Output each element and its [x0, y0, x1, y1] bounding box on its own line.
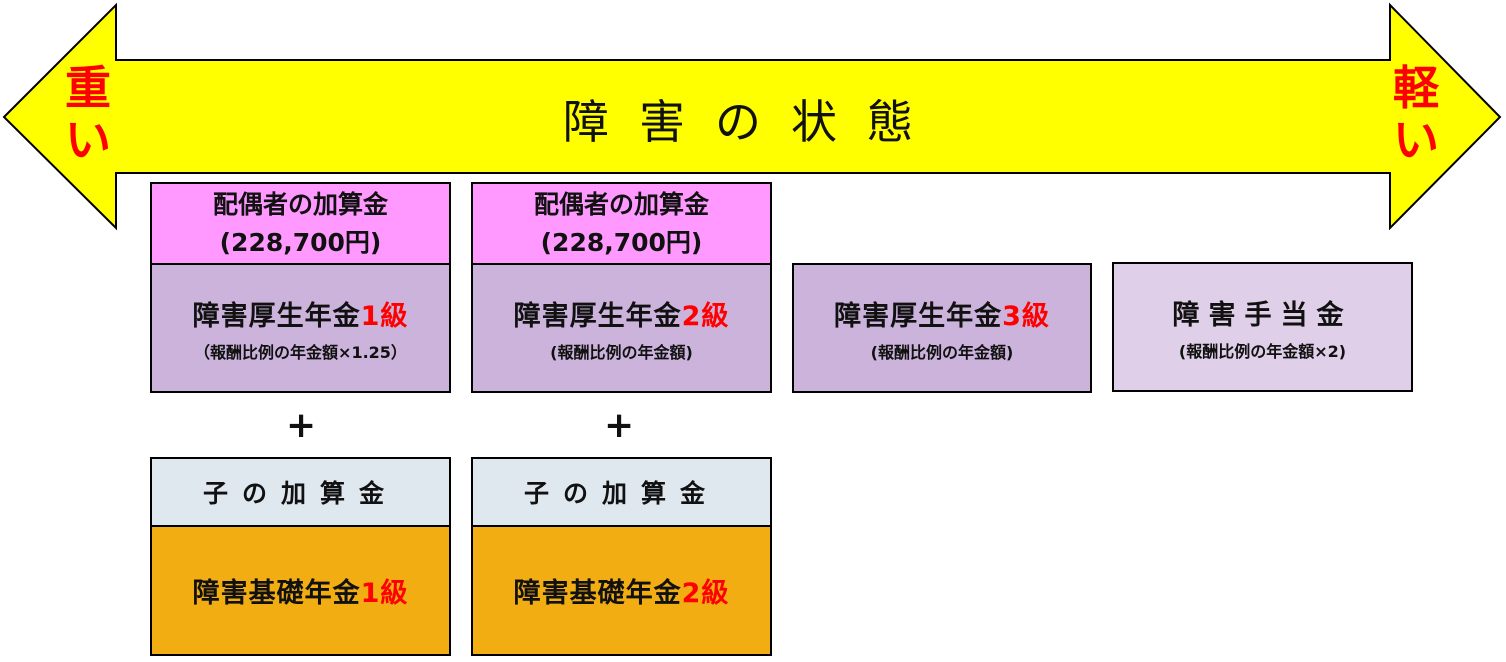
- kiso-grade2-box: 障害基礎年金2級: [471, 525, 772, 656]
- plus-sign: +: [286, 405, 317, 446]
- arrow-title: 障害の状態: [563, 95, 943, 149]
- child-addition-box-1: 子の加算金: [150, 457, 451, 527]
- severity-arrow: [2, 2, 1502, 231]
- kosei-note: （報酬比例の年金額×1.25）: [194, 342, 407, 362]
- spouse-addition-box-2: 配偶者の加算金 (228,700円): [471, 182, 772, 265]
- spouse-title: 配偶者の加算金: [212, 189, 388, 219]
- kosei-grade2-box: 障害厚生年金2級 (報酬比例の年金額): [471, 263, 772, 393]
- spouse-title: 配偶者の加算金: [533, 189, 709, 219]
- mild-label: 軽い: [1393, 61, 1439, 167]
- kosei-note: (報酬比例の年金額): [550, 342, 693, 362]
- spouse-amount: (228,700円): [540, 227, 703, 257]
- child-addition-box-2: 子の加算金: [471, 457, 772, 527]
- spouse-addition-box-1: 配偶者の加算金 (228,700円): [150, 182, 451, 265]
- kosei-grade1-box: 障害厚生年金1級 （報酬比例の年金額×1.25）: [150, 263, 451, 393]
- plus-sign: +: [604, 405, 635, 446]
- disability-allowance-box: 障害手当金 (報酬比例の年金額×2): [1112, 262, 1413, 392]
- kosei-title: 障害厚生年金1級: [192, 300, 409, 332]
- kiso-grade1-box: 障害基礎年金1級: [150, 525, 451, 656]
- teate-note: (報酬比例の年金額×2): [1178, 341, 1347, 361]
- kosei-note: (報酬比例の年金額): [870, 342, 1014, 362]
- spouse-amount: (228,700円): [219, 227, 382, 257]
- severe-label: 重い: [65, 61, 111, 167]
- kosei-grade3-box: 障害厚生年金3級 (報酬比例の年金額): [792, 263, 1092, 393]
